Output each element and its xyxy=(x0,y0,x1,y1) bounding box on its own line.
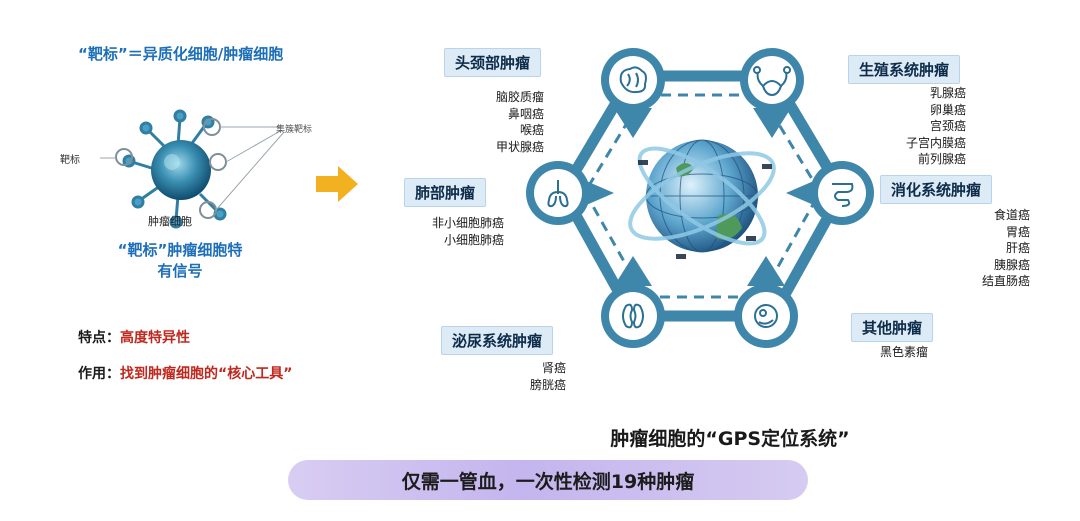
receptor-label: 集簇靶标 xyxy=(276,125,313,135)
right-arrow-icon xyxy=(316,166,358,202)
list-item: 肝癌 xyxy=(1005,241,1030,255)
signal-title: “靶标”肿瘤细胞特 有信号 xyxy=(100,240,260,282)
category-reproductive: 生殖系统肿瘤 xyxy=(848,55,961,84)
category-lung: 肺部肿瘤 xyxy=(404,178,487,207)
list-urinary: 肾癌 膀胱癌 xyxy=(500,360,566,393)
kidney-icon xyxy=(608,292,656,340)
target-definition: “靶标”＝异质化细胞/肿瘤细胞 xyxy=(78,45,284,63)
list-item: 胰腺癌 xyxy=(993,257,1030,272)
list-item: 食道癌 xyxy=(993,208,1030,222)
intestine-icon xyxy=(818,169,866,217)
category-head-neck: 头颈部肿瘤 xyxy=(444,48,542,77)
category-other: 其他肿瘤 xyxy=(851,313,934,342)
hexagon-diagram xyxy=(526,48,874,348)
category-urinary: 泌尿系统肿瘤 xyxy=(441,326,554,355)
tumor-cell-illustration xyxy=(100,109,285,229)
list-other: 黑色素瘤 xyxy=(856,344,952,361)
list-item: 乳腺癌 xyxy=(929,86,966,100)
function-value: 找到肿瘤细胞的“核心工具” xyxy=(120,366,293,382)
signal-title-line2: 有信号 xyxy=(157,262,203,280)
list-item: 非小细胞肺癌 xyxy=(431,216,504,230)
feature-key: 特点： xyxy=(78,330,120,346)
target-label: 靶标 xyxy=(60,155,80,166)
list-head-neck: 脑胶质瘤 鼻咽癌 喉癌 甲状腺癌 xyxy=(470,89,544,155)
list-digestive: 食道癌 胃癌 肝癌 胰腺癌 结直肠癌 xyxy=(944,207,1030,290)
lungs-icon xyxy=(534,169,582,217)
list-item: 前列腺癌 xyxy=(917,152,966,166)
feature-row: 特点：高度特异性 xyxy=(78,327,190,347)
skin-cell-icon xyxy=(742,292,790,340)
list-item: 膀胱癌 xyxy=(529,377,566,392)
list-item: 小细胞肺癌 xyxy=(443,232,504,247)
node-kidney xyxy=(601,256,665,348)
list-item: 结直肠癌 xyxy=(981,274,1030,288)
list-item: 子宫内膜癌 xyxy=(905,135,966,150)
list-item: 肾癌 xyxy=(541,361,566,375)
list-reproductive: 乳腺癌 卵巢癌 宫颈癌 子宫内膜癌 前列腺癌 xyxy=(880,85,966,168)
brain-icon xyxy=(608,56,656,104)
reproductive-icon xyxy=(748,56,796,104)
list-item: 脑胶质瘤 xyxy=(495,90,544,104)
function-row: 作用：找到肿瘤细胞的“核心工具” xyxy=(78,363,292,383)
list-lung: 非小细胞肺癌 小细胞肺癌 xyxy=(410,215,504,248)
list-item: 卵巢癌 xyxy=(929,102,966,117)
banner: 仅需一管血，一次性检测19种肿瘤 xyxy=(288,460,808,500)
function-key: 作用： xyxy=(78,366,120,382)
list-item: 甲状腺癌 xyxy=(495,139,544,154)
node-brain xyxy=(601,48,665,138)
node-skin xyxy=(734,256,798,348)
signal-title-line1: “靶标”肿瘤细胞特 xyxy=(117,241,243,259)
list-item: 胃癌 xyxy=(1005,224,1030,239)
tumor-cell-label: 肿瘤细胞 xyxy=(148,215,192,228)
feature-value: 高度特异性 xyxy=(120,330,190,346)
list-item: 黑色素瘤 xyxy=(879,345,928,359)
gps-title: 肿瘤细胞的“GPS定位系统” xyxy=(610,428,850,450)
list-item: 宫颈癌 xyxy=(929,119,966,133)
list-item: 鼻咽癌 xyxy=(507,106,544,121)
list-item: 喉癌 xyxy=(519,123,544,137)
category-digestive: 消化系统肿瘤 xyxy=(880,175,993,204)
